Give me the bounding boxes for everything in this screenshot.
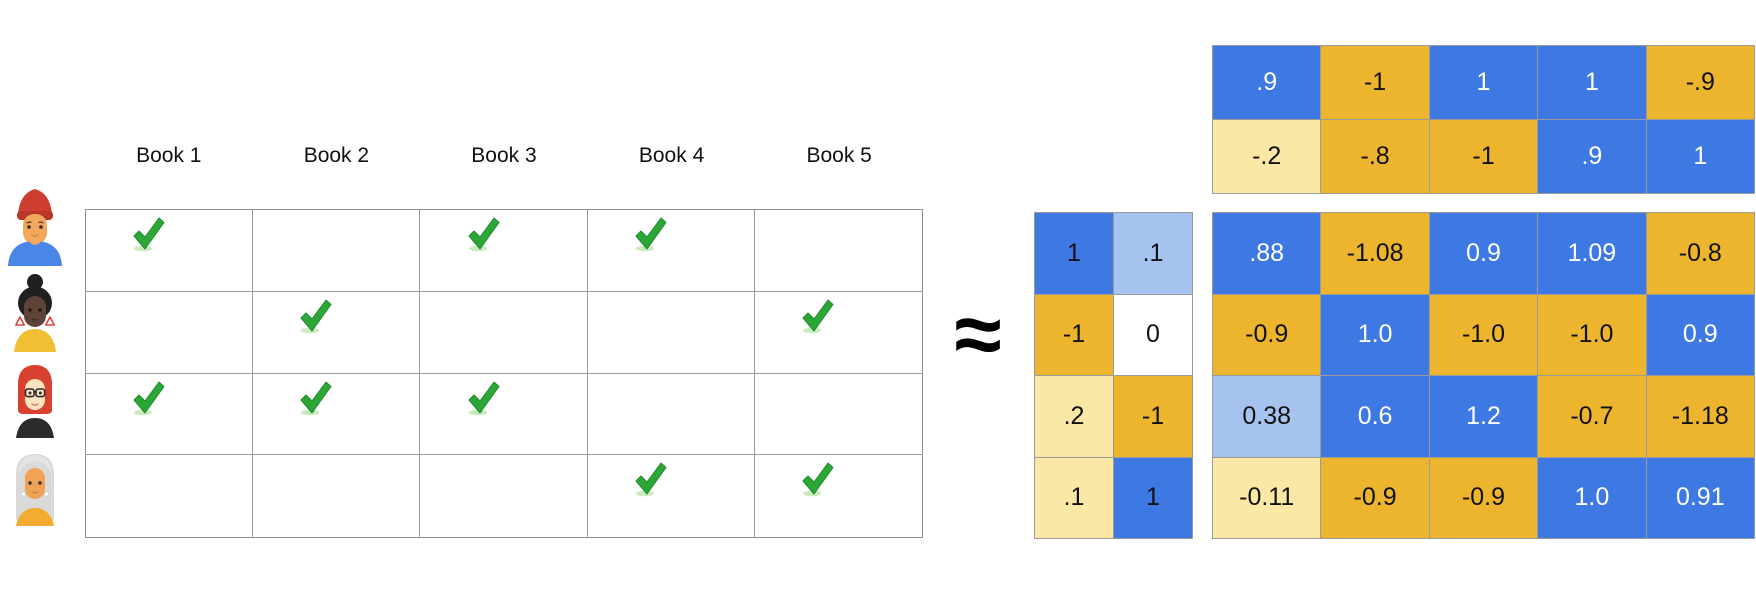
predicted_ratings-cell-r1-c4: 1.09 — [1538, 213, 1647, 295]
book-column-headers: Book 1 Book 2 Book 3 Book 4 Book 5 — [85, 144, 923, 168]
grid-cell-user-red-beanie-book-5 — [754, 210, 922, 292]
grid-cell-user-gray-hair-book-4 — [587, 455, 755, 537]
predicted_ratings-cell-r2-c5: 0.9 — [1646, 294, 1755, 376]
predicted_ratings-cell-r2-c4: -1.0 — [1538, 294, 1647, 376]
column-header-book-1: Book 1 — [136, 144, 202, 167]
item_embeddings-cell-r2-c5: 1 — [1646, 120, 1755, 194]
grid-cell-user-red-hair-glasses-book-2 — [253, 373, 421, 456]
predicted_ratings-cell-r3-c1: 0.38 — [1213, 376, 1322, 458]
grid-cell-user-red-beanie-book-2 — [253, 210, 421, 292]
predicted_ratings-cell-r3-c2: 0.6 — [1321, 376, 1430, 458]
check-icon — [300, 299, 332, 334]
user_embeddings-cell-r4-c1: .1 — [1035, 457, 1114, 539]
grid-cell-user-red-beanie-book-1 — [86, 210, 254, 292]
grid-cell-user-gray-hair-book-1 — [86, 455, 254, 537]
predicted_ratings-cell-r2-c1: -0.9 — [1213, 294, 1322, 376]
check-icon — [635, 217, 667, 252]
check-icon — [468, 217, 500, 252]
predicted_ratings-cell-r4-c5: 0.91 — [1646, 457, 1755, 539]
predicted_ratings-cell-r1-c2: -1.08 — [1321, 213, 1430, 295]
item_embeddings-cell-r2-c4: .9 — [1538, 120, 1647, 194]
item_embeddings-cell-r1-c1: .9 — [1213, 46, 1322, 120]
grid-cell-user-red-hair-glasses-book-5 — [754, 373, 922, 456]
grid-cell-user-black-bun-book-3 — [420, 291, 588, 374]
grid-cell-user-black-bun-book-4 — [587, 291, 755, 374]
grid-cell-user-red-beanie-book-4 — [587, 210, 755, 292]
check-icon — [802, 462, 834, 497]
column-header-book-4: Book 4 — [638, 144, 705, 167]
grid-cell-user-red-beanie-book-3 — [420, 210, 588, 292]
item_embeddings-cell-r2-c3: -1 — [1429, 120, 1539, 194]
user_embeddings-cell-r3-c1: .2 — [1035, 376, 1114, 458]
predicted_ratings-cell-r1-c3: 0.9 — [1429, 213, 1539, 295]
grid-cell-user-gray-hair-book-2 — [253, 455, 421, 537]
check-icon — [133, 217, 165, 252]
user_embeddings-cell-r2-c1: -1 — [1035, 294, 1114, 376]
user_embeddings-cell-r3-c2: -1 — [1114, 376, 1193, 458]
predicted_ratings-cell-r2-c3: -1.0 — [1429, 294, 1539, 376]
user_embeddings-cell-r1-c2: .1 — [1114, 213, 1193, 295]
grid-cell-user-red-hair-glasses-book-1 — [86, 373, 254, 456]
predicted_ratings-cell-r1-c1: .88 — [1213, 213, 1322, 295]
grid-cell-user-red-hair-glasses-book-4 — [587, 373, 755, 456]
interaction-grid — [85, 209, 923, 538]
check-icon — [802, 299, 834, 334]
predicted_ratings-cell-r3-c4: -0.7 — [1538, 376, 1647, 458]
grid-cell-user-black-bun-book-5 — [754, 291, 922, 374]
item_embeddings-cell-r2-c2: -.8 — [1321, 120, 1430, 194]
grid-cell-user-black-bun-book-2 — [253, 291, 421, 374]
check-icon — [635, 462, 667, 497]
item_embeddings-cell-r1-c3: 1 — [1429, 46, 1539, 120]
predicted_ratings-cell-r4-c2: -0.9 — [1321, 457, 1430, 539]
predicted_ratings-cell-r2-c2: 1.0 — [1321, 294, 1430, 376]
grid-cell-user-gray-hair-book-3 — [420, 455, 588, 537]
user_embeddings-cell-r1-c1: 1 — [1035, 213, 1114, 295]
predicted_ratings-cell-r4-c1: -0.11 — [1213, 457, 1322, 539]
column-header-book-2: Book 2 — [303, 144, 370, 167]
item_embeddings-cell-r1-c4: 1 — [1538, 46, 1647, 120]
user_embeddings-cell-r4-c2: 1 — [1114, 457, 1193, 539]
grid-cell-user-gray-hair-book-5 — [754, 455, 922, 537]
predicted_ratings-cell-r4-c3: -0.9 — [1429, 457, 1539, 539]
column-header-book-3: Book 3 — [471, 144, 537, 167]
predicted_ratings-cell-r1-c5: -0.8 — [1646, 213, 1755, 295]
grid-cell-user-red-hair-glasses-book-3 — [420, 373, 588, 456]
item_embeddings-cell-r1-c5: -.9 — [1646, 46, 1755, 120]
grid-cell-user-black-bun-book-1 — [86, 291, 254, 374]
user_embeddings-cell-r2-c2: 0 — [1114, 294, 1193, 376]
avatar-user-gray-hair — [16, 454, 54, 526]
check-icon — [468, 381, 500, 415]
approx-equal-symbol: ≈ — [954, 286, 1002, 383]
avatar-user-red-beanie — [8, 189, 62, 266]
avatar-user-black-bun — [14, 274, 56, 352]
column-header-book-5: Book 5 — [806, 144, 872, 167]
predicted_ratings-cell-r4-c4: 1.0 — [1538, 457, 1647, 539]
predicted_ratings-cell-r3-c3: 1.2 — [1429, 376, 1539, 458]
avatar-user-red-hair-glasses — [16, 365, 54, 438]
item_embeddings-cell-r1-c2: -1 — [1321, 46, 1430, 120]
check-icon — [133, 381, 165, 415]
predicted_ratings-cell-r3-c5: -1.18 — [1646, 376, 1755, 458]
check-icon — [300, 381, 332, 415]
item_embeddings-cell-r2-c1: -.2 — [1213, 120, 1322, 194]
